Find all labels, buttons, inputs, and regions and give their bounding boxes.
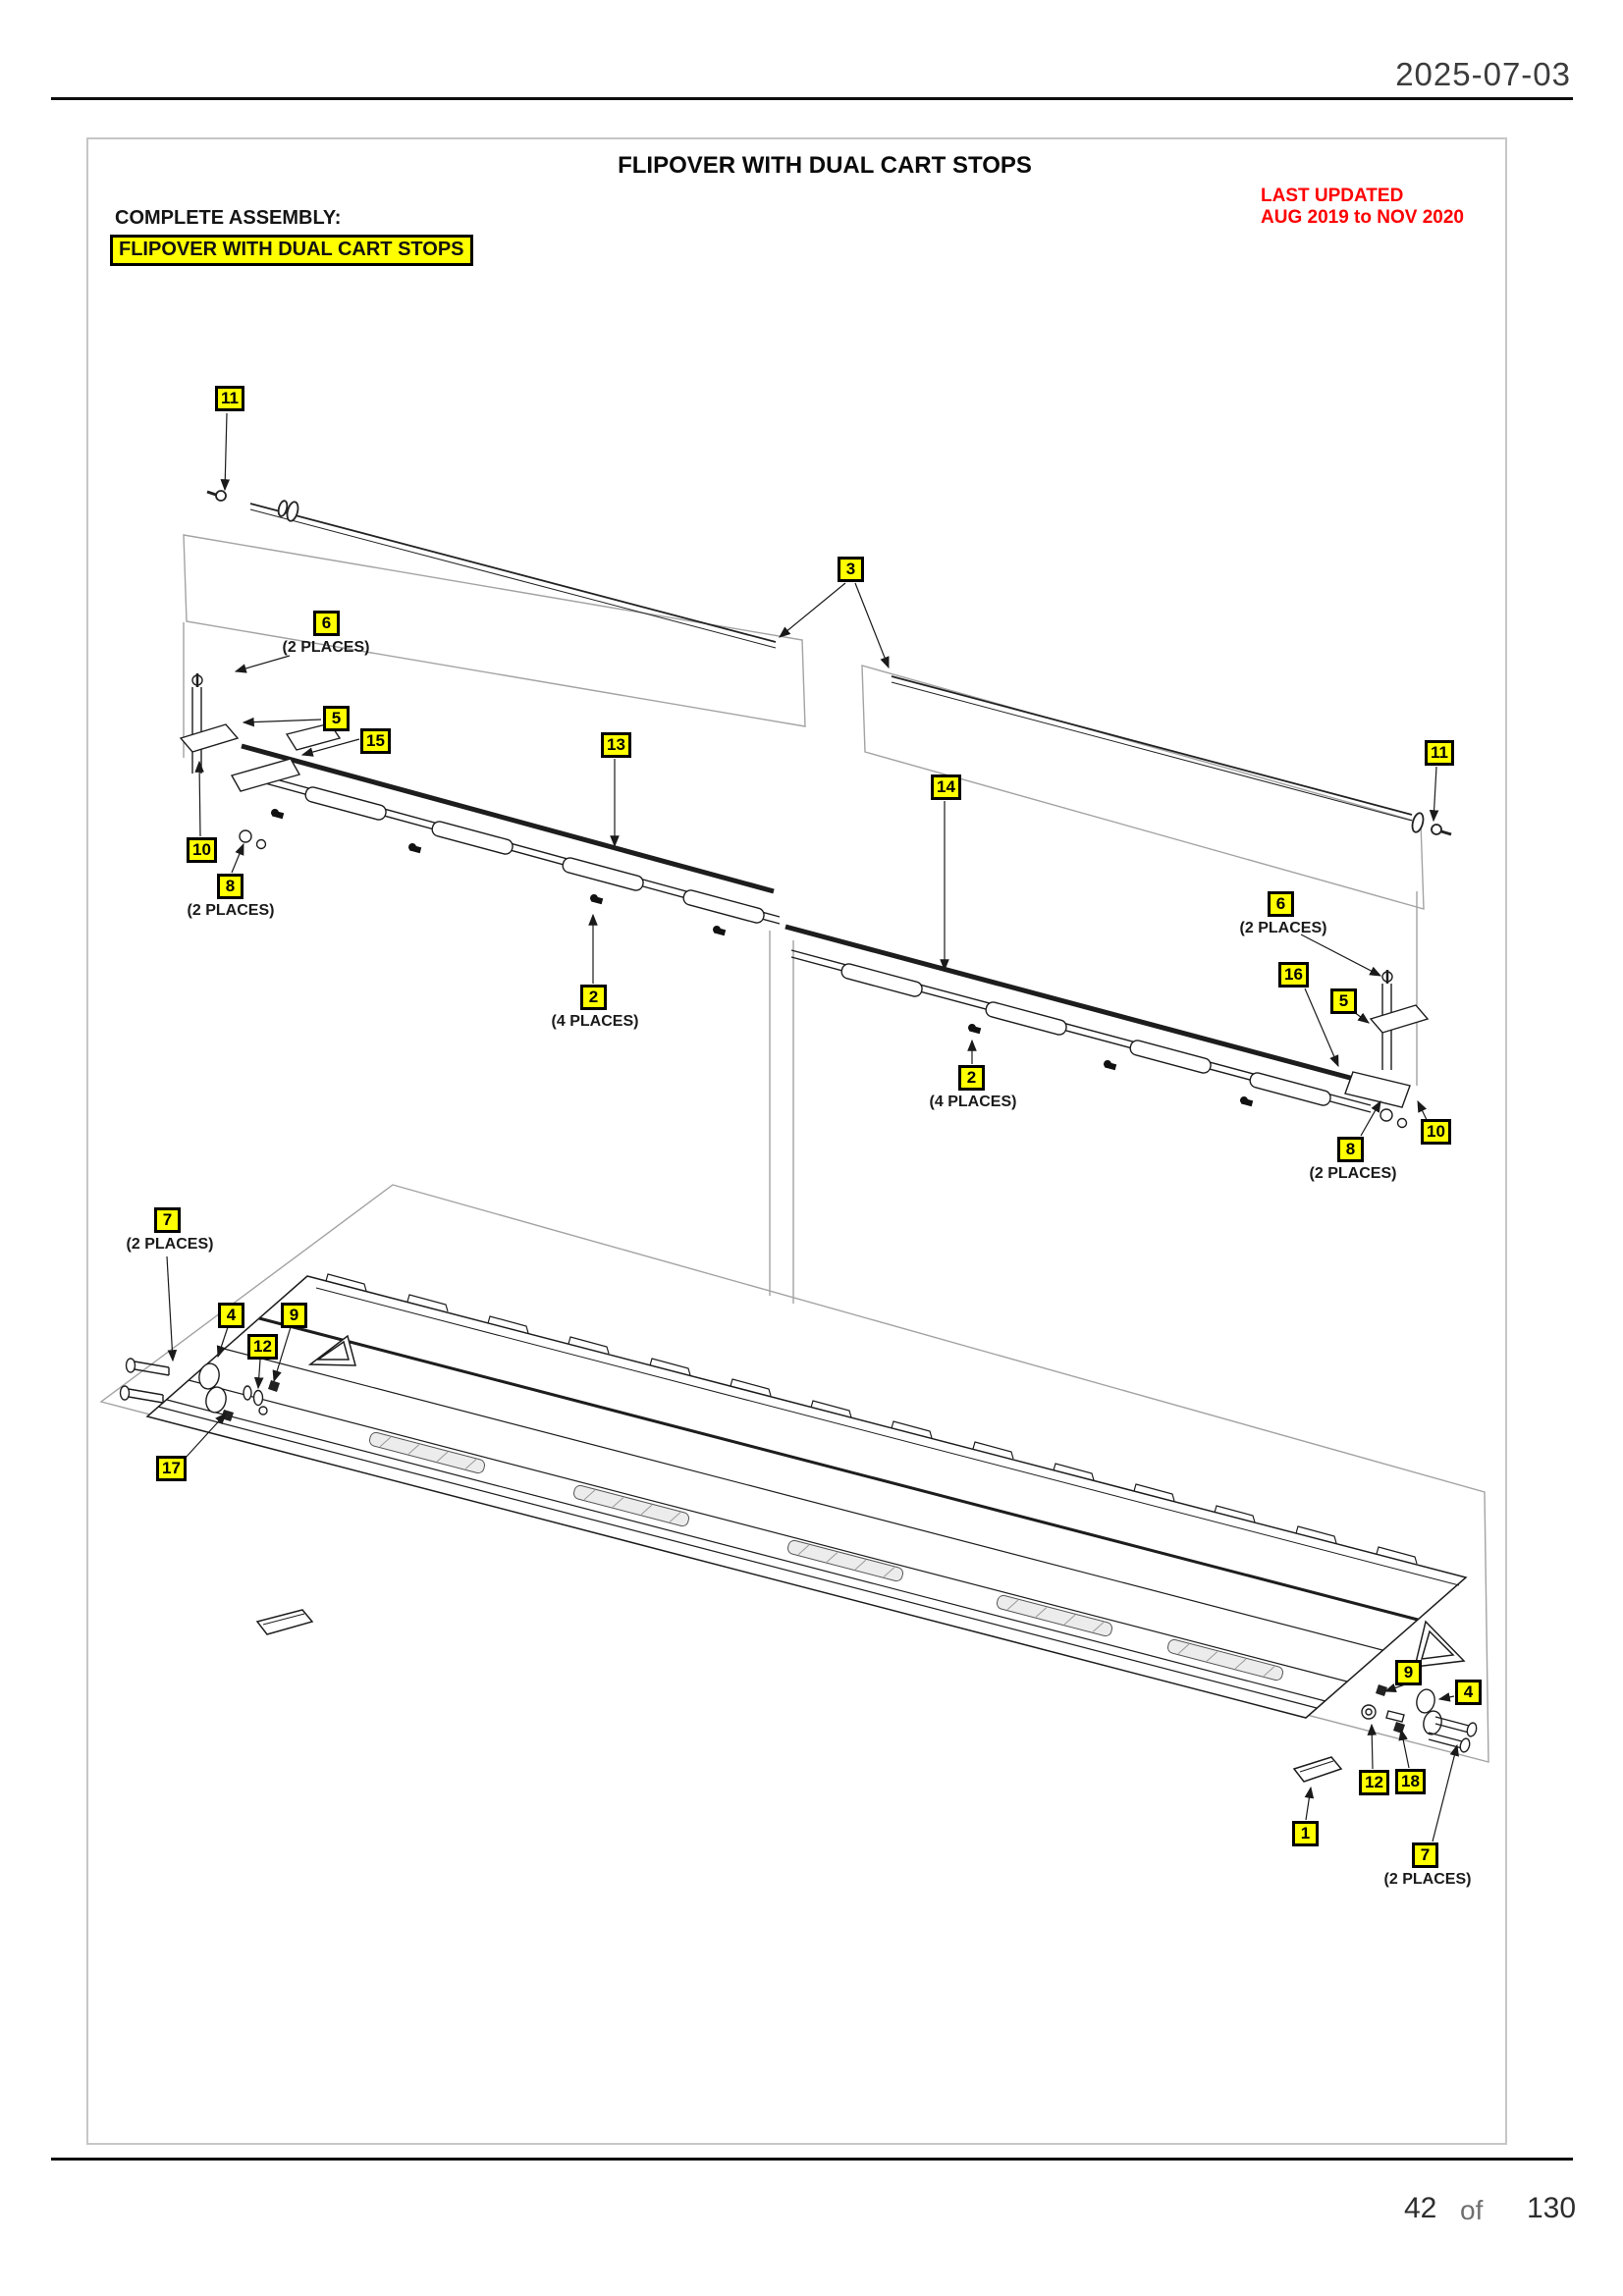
rail-feet (968, 1024, 1254, 1107)
callout-10-left: 10 (187, 837, 217, 863)
diagram-title: FLIPOVER WITH DUAL CART STOPS (618, 152, 1032, 179)
tread-strips (368, 1431, 1284, 1682)
callout-2-left: 2 (580, 985, 607, 1010)
callout-11-rod-left: 11 (215, 386, 244, 411)
callout-16: 16 (1278, 962, 1309, 988)
callout-5-left: 5 (323, 706, 350, 731)
callout-9-right: 9 (1395, 1660, 1422, 1685)
upper-right-rod (891, 675, 1452, 836)
page-number-total: 130 (1527, 2192, 1577, 2224)
callout-4-right: 4 (1455, 1680, 1482, 1705)
header-rule (51, 97, 1573, 100)
callout-8-left: 8 (217, 874, 243, 899)
callout-8-right-places: (2 PLACES) (1309, 1165, 1397, 1182)
callout-7-right: 7 (1412, 1842, 1438, 1868)
hardware-bottom-left (119, 1358, 280, 1421)
last-updated-line1: LAST UPDATED (1261, 186, 1404, 206)
callout-18: 18 (1395, 1769, 1426, 1794)
callout-2-right: 2 (958, 1065, 985, 1091)
callout-2-right-places: (4 PLACES) (929, 1094, 1017, 1110)
right-gusset (1414, 1620, 1466, 1668)
hardware-bottom-right (1361, 1684, 1478, 1753)
callout-6-left: 6 (313, 611, 340, 636)
last-updated-note: LAST UPDATED AUG 2019 to NOV 2020 (1261, 186, 1464, 229)
callout-12-right: 12 (1359, 1770, 1389, 1795)
callout-14: 14 (931, 774, 961, 800)
diagram-frame (86, 137, 1507, 2145)
callout-10-right: 10 (1421, 1119, 1451, 1145)
callout-15: 15 (360, 728, 391, 754)
callout-7-left: 7 (154, 1207, 181, 1233)
upper-left-rod (206, 490, 777, 649)
callout-6-right-places: (2 PLACES) (1239, 920, 1327, 936)
page-number-separator: of (1460, 2195, 1484, 2225)
rail-feet (271, 809, 727, 936)
callout-8-left-places: (2 PLACES) (187, 902, 275, 919)
callout-6-right: 6 (1268, 891, 1294, 917)
callout-9-left: 9 (281, 1303, 307, 1328)
callout-5-right: 5 (1330, 988, 1357, 1014)
leader-lines (166, 412, 1459, 1842)
callout-2-left-places: (4 PLACES) (551, 1013, 639, 1030)
callout-12-left: 12 (247, 1334, 278, 1360)
callout-1: 1 (1292, 1821, 1319, 1846)
footer-rule (51, 2158, 1573, 2161)
left-rail-assembly (179, 673, 781, 936)
platform-deck (145, 1273, 1468, 1783)
callout-6-left-places: (2 PLACES) (282, 639, 370, 656)
page-date: 2025-07-03 (1395, 56, 1571, 92)
left-gusset (307, 1334, 356, 1366)
complete-assembly-label: COMPLETE ASSEMBLY: (115, 207, 342, 229)
page-number-current: 42 (1404, 2192, 1437, 2224)
cart-stop-teeth (325, 1273, 1418, 1565)
left-stop-block (255, 1609, 314, 1635)
reference-sheets (99, 534, 1489, 1763)
callout-3: 3 (838, 557, 864, 582)
callout-4-left: 4 (218, 1303, 244, 1328)
last-updated-line2: AUG 2019 to NOV 2020 (1261, 207, 1464, 228)
callout-17: 17 (156, 1456, 187, 1481)
callout-11-rod-right: 11 (1425, 740, 1454, 766)
callout-13: 13 (601, 732, 631, 758)
assembly-name-highlight: FLIPOVER WITH DUAL CART STOPS (110, 235, 473, 266)
callout-7-right-places: (2 PLACES) (1383, 1871, 1472, 1888)
right-rail-assembly (784, 924, 1430, 1129)
callout-7-left-places: (2 PLACES) (126, 1236, 214, 1253)
callout-8-right: 8 (1337, 1137, 1364, 1162)
cart-stop-block (1292, 1756, 1343, 1783)
